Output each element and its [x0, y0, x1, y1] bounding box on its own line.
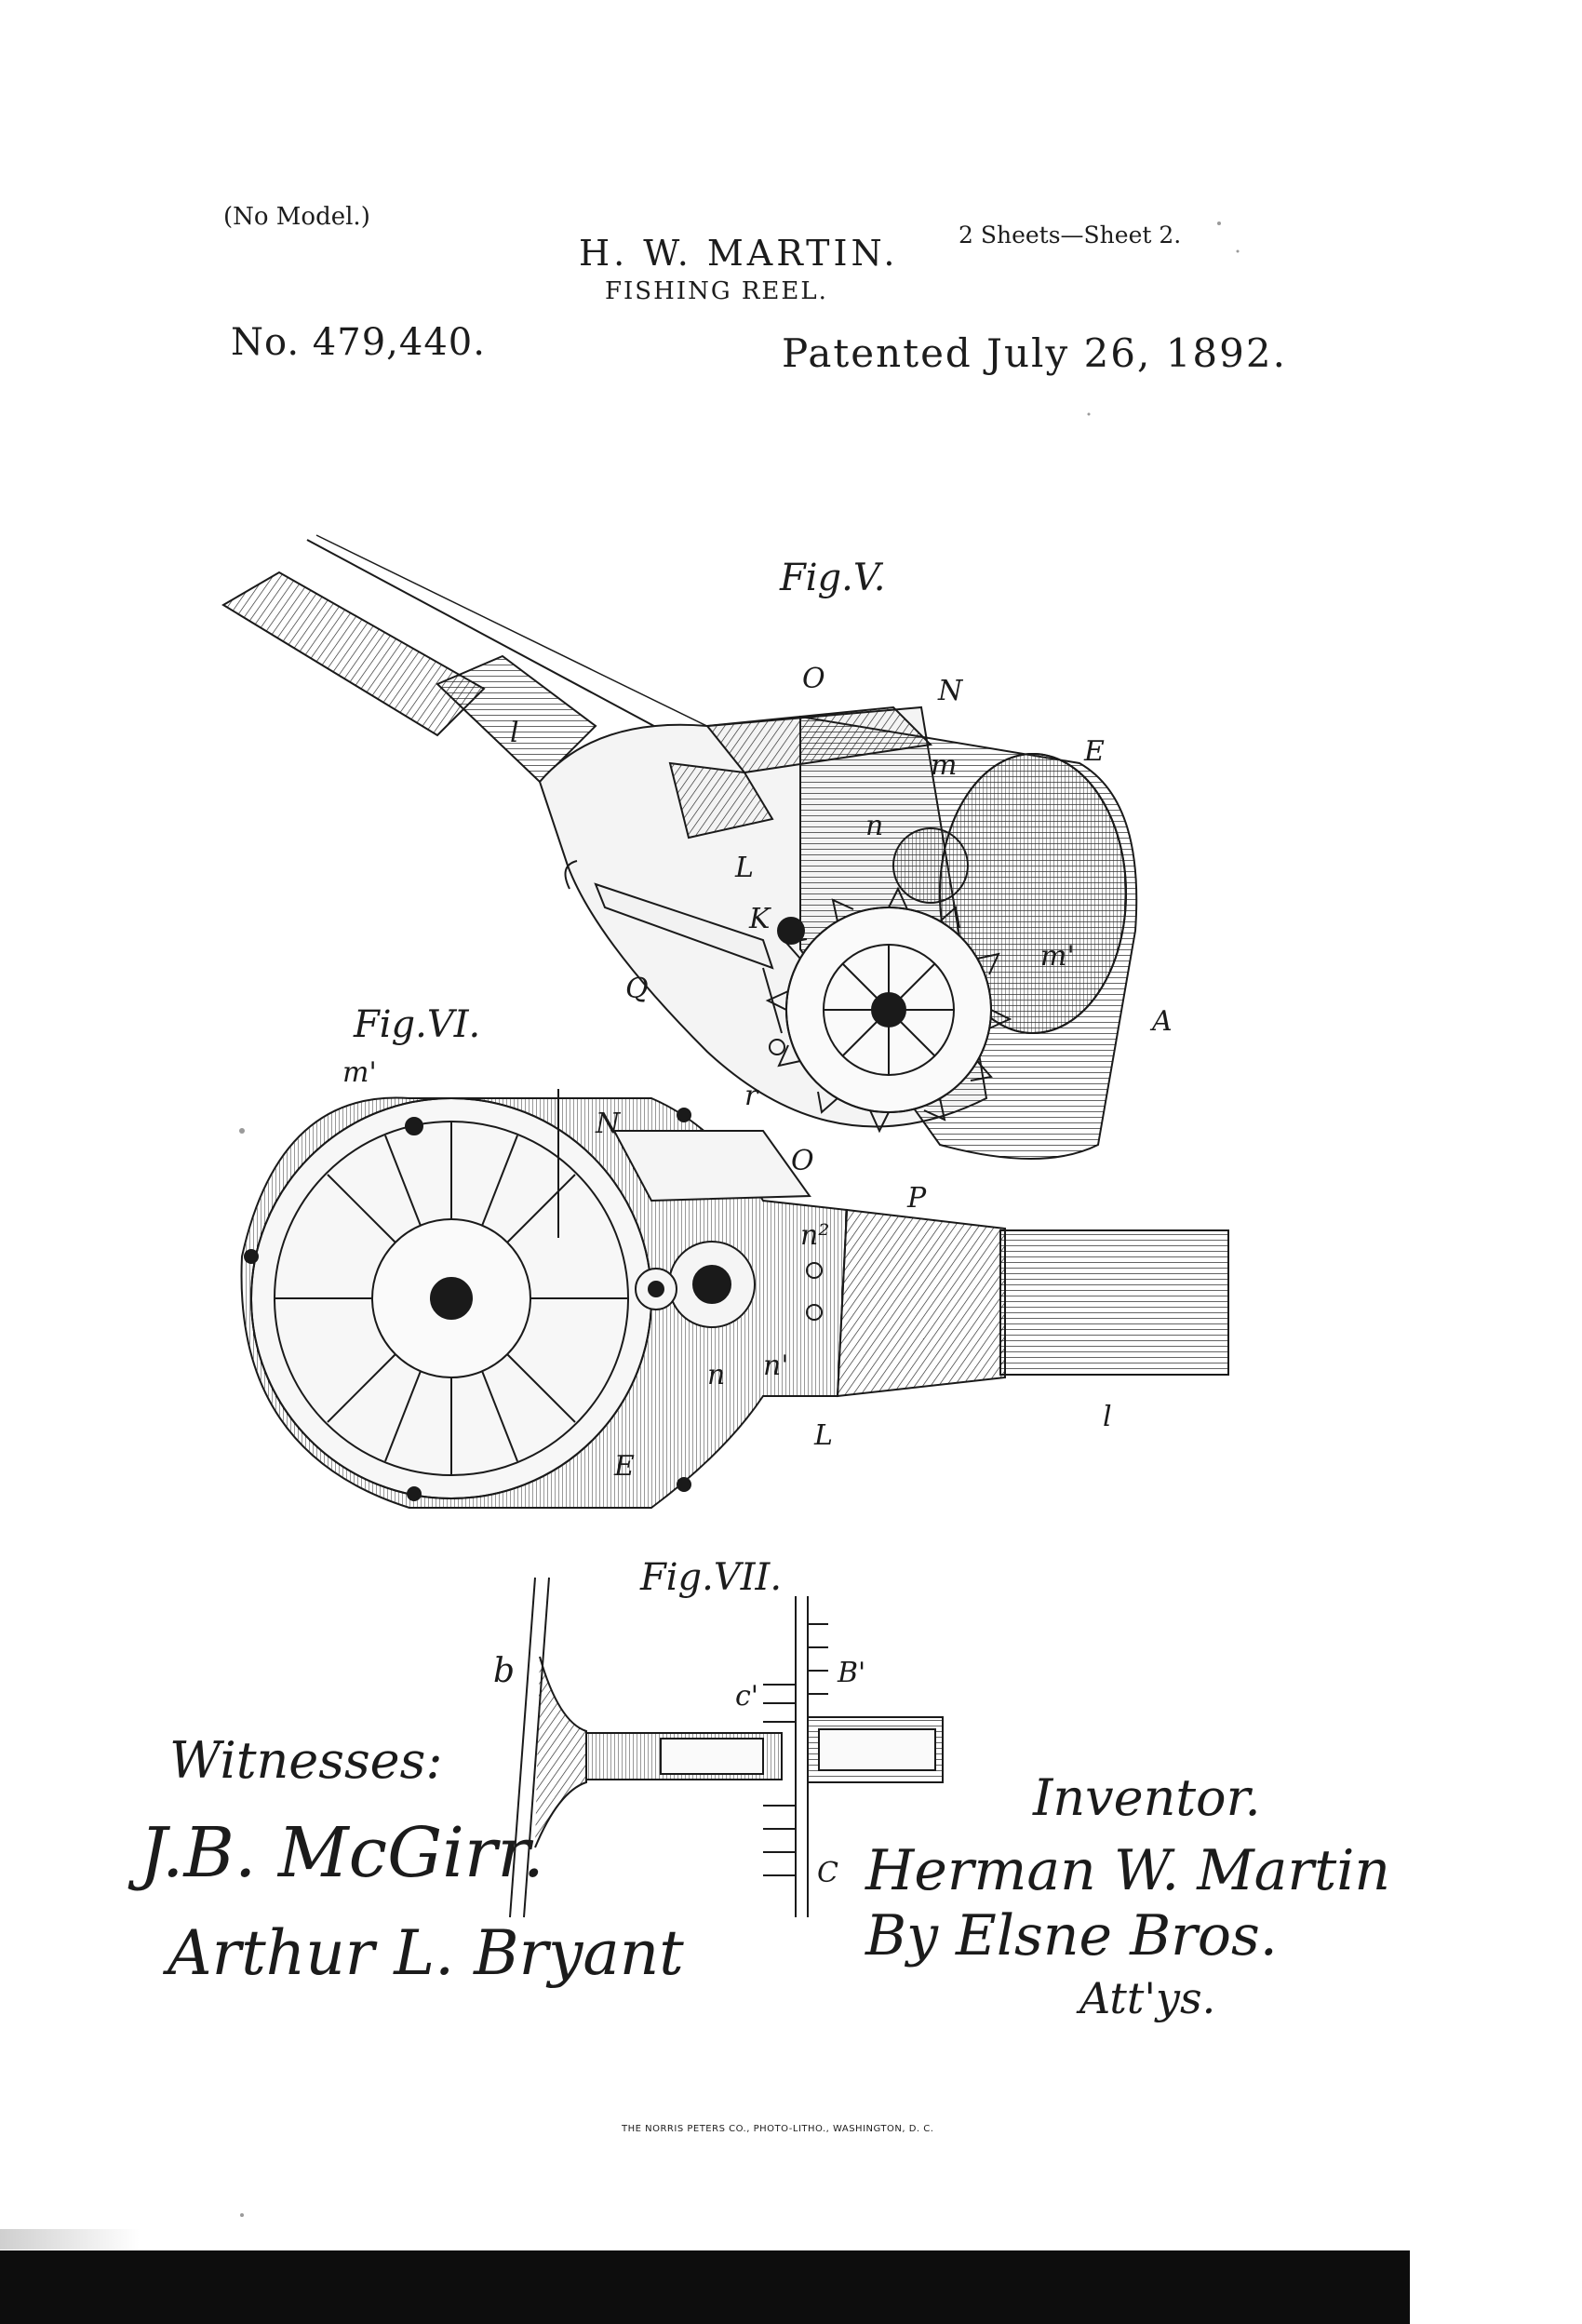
ref-letter: l	[1103, 1401, 1112, 1433]
sheet-count: 2 Sheets—Sheet 2.	[959, 222, 1182, 249]
scan-border-band	[0, 2250, 1410, 2324]
ref-letter: m	[931, 749, 958, 782]
figure-6-label: Fig.VI.	[354, 1003, 481, 1046]
printer-imprint: THE NORRIS PETERS CO., PHOTO-LITHO., WAS…	[622, 2124, 934, 2134]
ref-letter: O	[791, 1145, 814, 1177]
ref-letter: n²	[800, 1219, 830, 1252]
invention-title: FISHING REEL.	[605, 277, 828, 305]
ref-letter: E	[614, 1450, 635, 1483]
inventor-label: Inventor.	[1033, 1768, 1261, 1827]
scan-noise	[239, 222, 1240, 2217]
inventor-signature: Herman W. Martin	[865, 1838, 1391, 1903]
scan-smudge	[0, 2229, 140, 2250]
ref-letter: K	[749, 903, 771, 935]
ref-letter: O	[802, 663, 825, 695]
patent-number: No. 479,440.	[231, 321, 486, 364]
ref-letter: l	[510, 717, 519, 749]
witness-signature-1: J.B. McGirr.	[140, 1813, 545, 1893]
ref-letter: P	[907, 1182, 927, 1215]
figure-7-drawing	[509, 1577, 944, 1918]
figure-7-label: Fig.VII.	[640, 1556, 783, 1599]
ref-letter: C	[817, 1857, 838, 1889]
attorney-abbreviation: Att'ys.	[1079, 1973, 1216, 2023]
witness-signature-2: Arthur L. Bryant	[168, 1917, 684, 1989]
ref-letter: n	[865, 810, 884, 842]
no-model-note: (No Model.)	[223, 203, 370, 231]
ref-letter: m'	[1040, 940, 1075, 973]
witnesses-label: Witnesses:	[169, 1731, 443, 1790]
ref-letter: Q	[625, 973, 649, 1005]
ref-letter: L	[814, 1419, 833, 1452]
ref-letter: E	[1084, 735, 1105, 768]
ref-letter: r	[744, 1080, 758, 1112]
ref-letter: b	[493, 1652, 516, 1690]
ref-letter: N	[938, 675, 963, 707]
figure-6-drawing	[240, 1089, 1229, 1509]
ref-letter: L	[735, 852, 754, 884]
ref-letter: c'	[735, 1680, 759, 1713]
ref-letter: n'	[763, 1350, 789, 1382]
attorney-signature: By Elsne Bros.	[865, 1903, 1278, 1968]
figure-5-drawing	[221, 534, 1138, 1160]
ref-letter: B'	[838, 1657, 866, 1689]
patent-date: Patented July 26, 1892.	[782, 330, 1287, 376]
figure-5-label: Fig.V.	[780, 557, 886, 599]
ref-letter: m'	[342, 1056, 377, 1089]
inventor-name: H. W. MARTIN.	[579, 233, 899, 274]
ref-letter: A	[1152, 1005, 1173, 1038]
ref-letter: n	[707, 1359, 726, 1391]
ref-letter: N	[596, 1108, 621, 1140]
